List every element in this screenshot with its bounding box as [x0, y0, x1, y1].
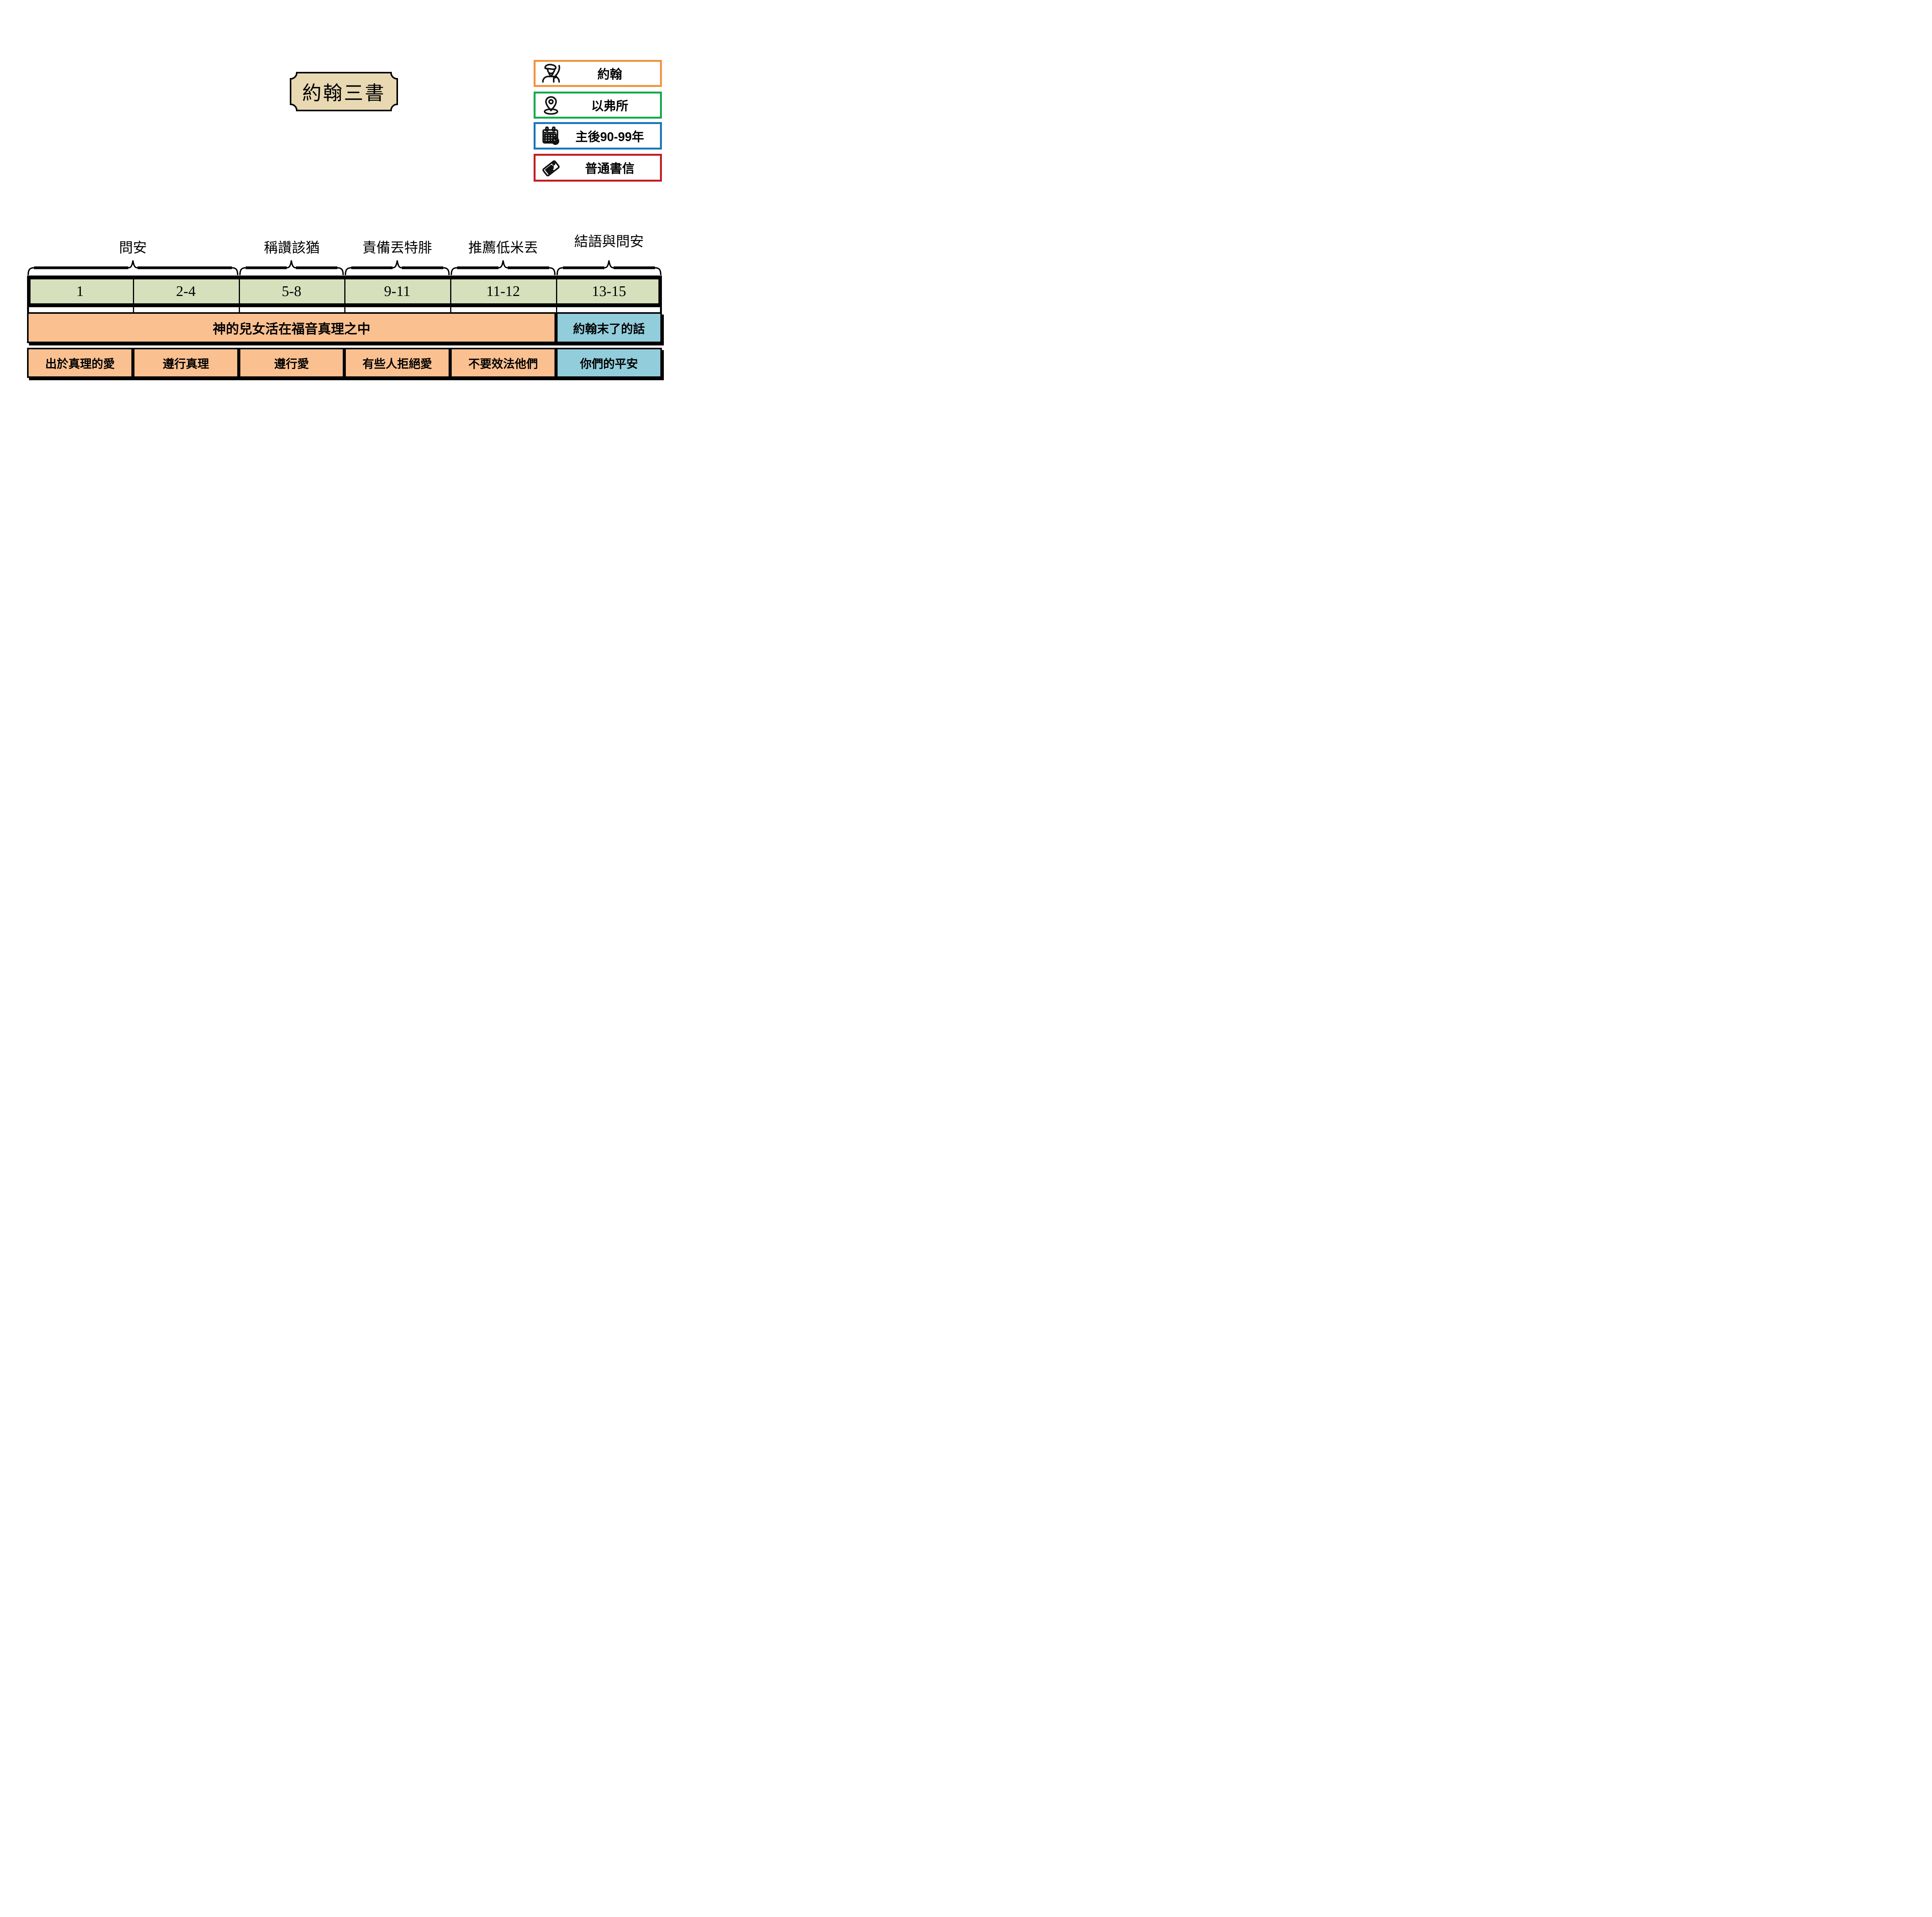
detail-cell-3: 遵行愛	[239, 348, 344, 378]
tick-mark	[660, 307, 662, 312]
tick-mark	[239, 307, 240, 312]
detail-cell-5: 不要效法他們	[450, 348, 556, 378]
detail-cell-1: 出於真理的愛	[27, 348, 133, 378]
tick-mark	[556, 307, 557, 312]
author-icon	[540, 63, 562, 84]
brace-2	[239, 260, 344, 275]
detail-cell-6: 你們的平安	[556, 348, 662, 378]
brace-4	[451, 260, 556, 275]
theme-cell-main: 神的兒女活在福音真理之中	[27, 312, 556, 343]
section-label-diotrephes: 責備丟特腓	[362, 240, 432, 255]
legend-label-type: 普通書信	[585, 162, 634, 175]
column-divider	[556, 279, 557, 303]
legend-box-date: 主後90-99年	[534, 122, 662, 150]
section-label-conclusion: 結語與問安	[574, 233, 644, 249]
detail-text-5: 不要效法他們	[468, 358, 538, 371]
legend-box-type: 普通書信	[534, 154, 662, 182]
detail-text-6: 你們的平安	[580, 358, 638, 371]
column-divider	[239, 279, 240, 303]
column-divider	[133, 279, 134, 303]
chapter-cell-1: 1	[76, 283, 84, 299]
chapter-cell-3: 5-8	[282, 283, 301, 299]
plaque-bg	[290, 72, 398, 111]
chapter-cell-6: 13-15	[592, 283, 626, 299]
chapter-cell-5: 11-12	[486, 283, 520, 299]
section-label-gaius: 稱讚該猶	[264, 240, 320, 255]
tag-icon	[540, 157, 562, 179]
tick-mark	[450, 307, 451, 312]
calendar-check-icon	[540, 125, 562, 147]
chapter-cell-4: 9-11	[384, 283, 411, 299]
plaque-shape	[290, 72, 398, 111]
column-divider	[450, 279, 451, 303]
detail-text-1: 出於真理的愛	[45, 358, 115, 371]
legend-box-author: 約翰	[534, 60, 662, 87]
tick-mark	[133, 307, 134, 312]
detail-text-3: 遵行愛	[274, 358, 309, 371]
brace-5	[556, 260, 662, 275]
legend-label-location: 以弗所	[591, 99, 628, 113]
section-label-demetrius: 推薦低米丟	[468, 240, 538, 255]
page-title: 約翰三書	[302, 82, 386, 104]
tick-mark	[344, 307, 345, 312]
detail-cell-2: 遵行真理	[133, 348, 239, 378]
theme-main-text: 神的兒女活在福音真理之中	[213, 321, 371, 337]
theme-end-text: 約翰末了的話	[573, 322, 645, 336]
tick-mark	[27, 307, 29, 312]
detail-text-2: 遵行真理	[163, 358, 209, 371]
legend-label-date: 主後90-99年	[575, 129, 644, 144]
detail-text-4: 有些人拒絕愛	[362, 358, 432, 371]
column-divider	[344, 279, 345, 303]
legend-box-location: 以弗所	[534, 92, 662, 119]
chapter-cell-2: 2-4	[176, 283, 196, 299]
title-banner: 約翰三書	[290, 72, 398, 111]
detail-cell-4: 有些人拒絕愛	[344, 348, 450, 378]
theme-cell-end: 約翰末了的話	[556, 312, 662, 343]
section-label-greeting: 問安	[119, 240, 147, 255]
legend-label-author: 約翰	[597, 67, 622, 81]
brace-1	[27, 260, 238, 275]
brace-3	[345, 260, 450, 275]
location-pin-icon	[540, 94, 562, 116]
